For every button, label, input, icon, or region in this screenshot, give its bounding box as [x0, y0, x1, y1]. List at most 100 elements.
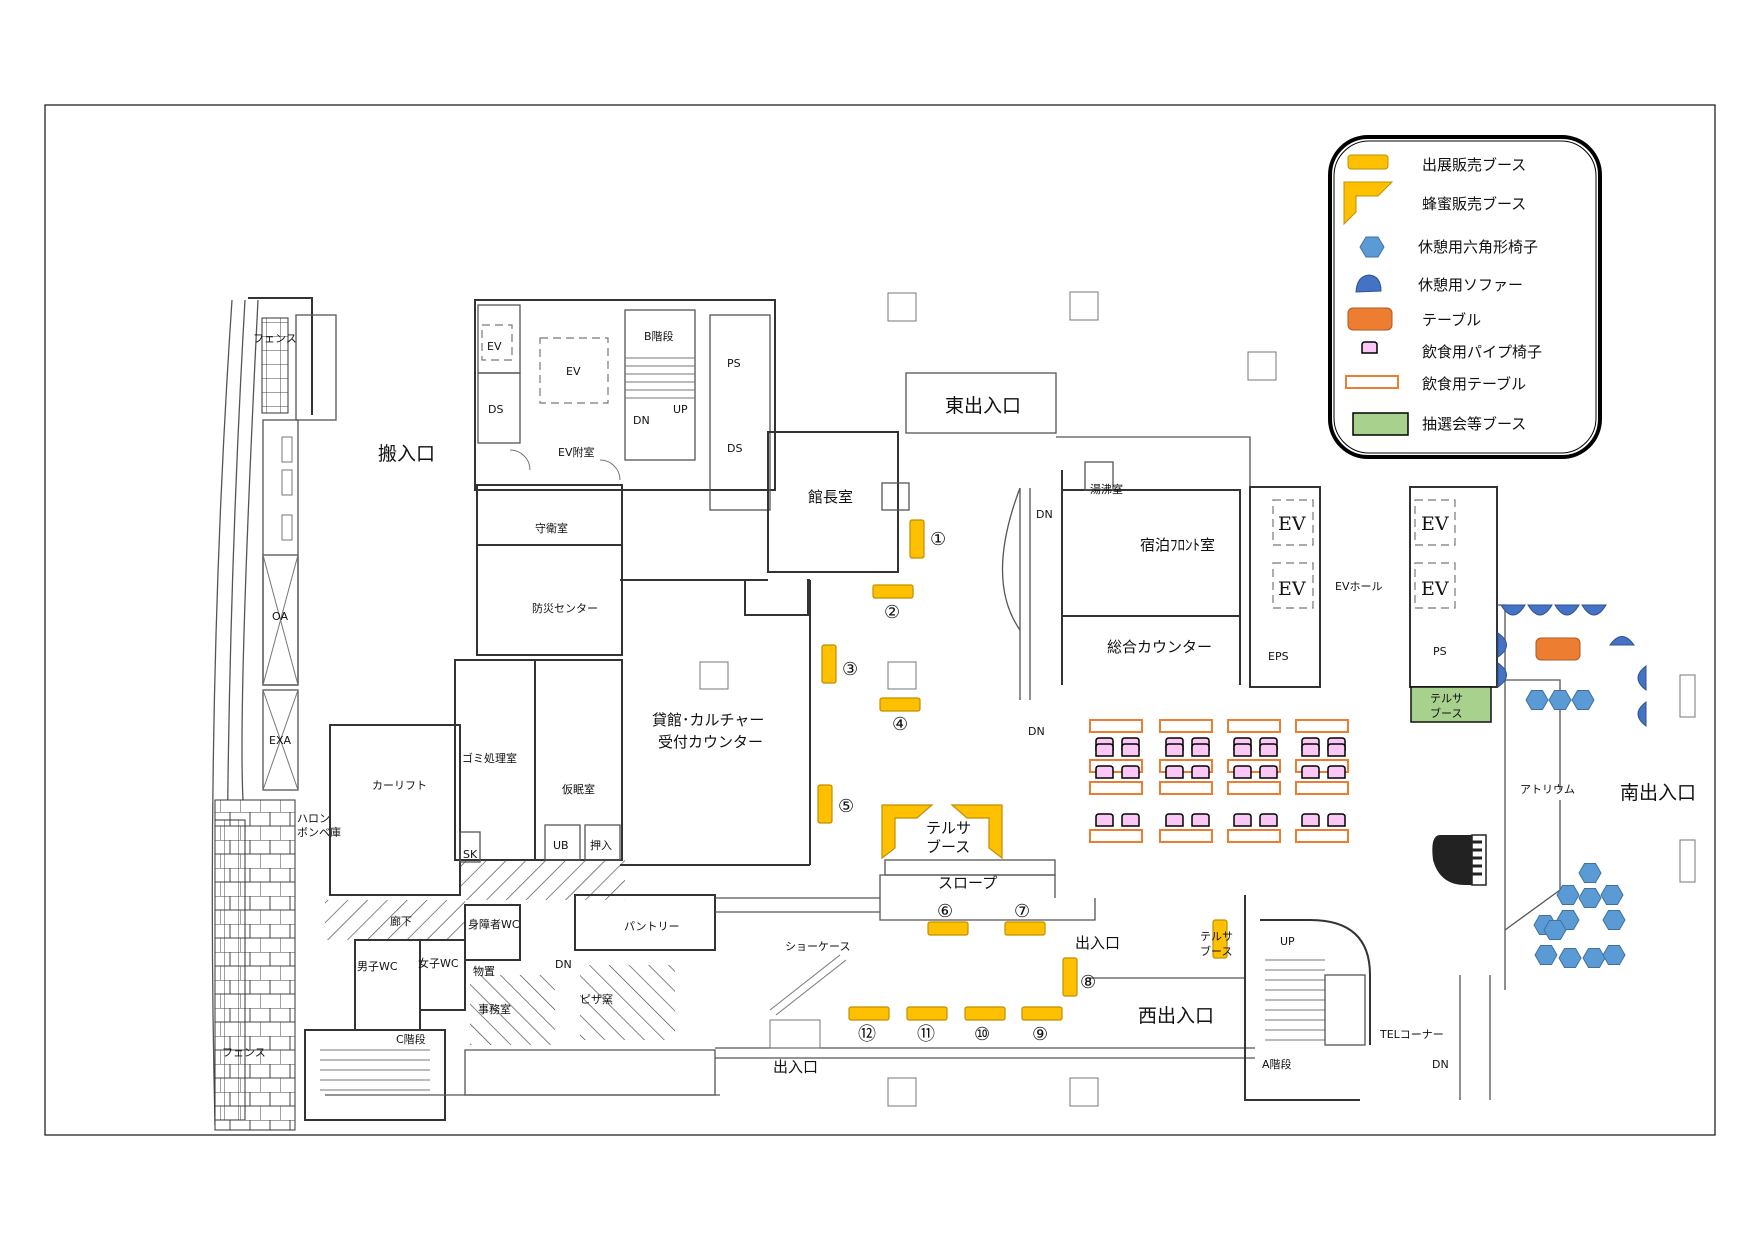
pipe-chair — [1191, 765, 1210, 779]
pipe-chair — [1259, 813, 1278, 827]
booth-4 — [879, 697, 921, 712]
disaster-center-label: 防災センター — [532, 601, 598, 615]
booth-7 — [1004, 921, 1046, 936]
a-stairs-label: A階段 — [1262, 1057, 1292, 1071]
lottery-booth-line2: ブース — [1430, 706, 1462, 720]
sofa-icon — [1355, 274, 1382, 293]
nap-room-label: 仮眠室 — [562, 782, 595, 796]
ps-top-label: PS — [727, 357, 741, 370]
left-wing: フェンス OA EXA フェンス 搬入口 — [211, 297, 435, 1131]
pipe-chair — [1327, 743, 1346, 757]
legend-label-4: テーブル — [1422, 311, 1481, 329]
legend-label-0: 出展販売ブース — [1422, 156, 1526, 174]
hexagon-chair — [1600, 885, 1624, 905]
booth-8 — [1062, 957, 1078, 997]
up-label: UP — [673, 403, 688, 416]
dining-table — [1159, 829, 1213, 843]
booth-12 — [848, 1006, 890, 1021]
upper-core: EV DS EV B階段 DN UP PS DS EV附室 — [474, 299, 776, 511]
ev-label-2: EV — [1278, 578, 1306, 600]
exa-label: EXA — [269, 734, 291, 747]
slope-label: スロープ — [938, 874, 997, 892]
pipe-chair — [1259, 743, 1278, 757]
dining-area — [1089, 719, 1349, 843]
dining-table — [1295, 829, 1349, 843]
office-label: 事務室 — [478, 1002, 511, 1016]
tel-corner-label: TELコーナー — [1379, 1028, 1444, 1041]
middle-left-rooms: 守衛室 防災センター ゴミ処理室 仮眠室 UB 押入 カーリフト ハロン ボンベ… — [297, 484, 623, 896]
honey-booth-line2: ブース — [926, 838, 970, 856]
loading-entrance-label: 搬入口 — [378, 443, 435, 465]
dining-table — [1159, 719, 1213, 733]
ps-label: PS — [1433, 645, 1447, 658]
pipe-chair — [1191, 813, 1210, 827]
east-entrance-label: 東出入口 — [945, 395, 1021, 417]
pipe-chair — [1327, 813, 1346, 827]
halon-label-2: ボンベ庫 — [297, 825, 341, 839]
west-entrance-label: 西出入口 — [1138, 1005, 1214, 1027]
booth-3-number: ③ — [842, 659, 858, 680]
rental-counter-line1: 貸館･カルチャー — [652, 711, 764, 729]
general-counter-label: 総合カウンター — [1107, 638, 1212, 656]
booth-7-number: ⑦ — [1014, 901, 1030, 922]
atrium-label: アトリウム — [1520, 783, 1575, 796]
honey-booth-line1: テルサ — [926, 819, 971, 837]
booth-11 — [906, 1006, 948, 1021]
storage-label: 物置 — [473, 964, 495, 978]
pizza-kiln-label: ピザ窯 — [580, 992, 613, 1006]
dining-table — [1159, 781, 1213, 795]
dining-table — [1089, 719, 1143, 733]
booth-6-number: ⑥ — [937, 901, 953, 922]
pipe-chair — [1095, 765, 1114, 779]
fence-label-top: フェンス — [253, 332, 297, 345]
dn-label-5: DN — [1432, 1058, 1449, 1071]
honey-booth-right — [950, 804, 1003, 860]
dining-table — [1089, 781, 1143, 795]
sofa — [1637, 700, 1647, 728]
booth-2-number: ② — [884, 602, 900, 623]
atrium-table — [1535, 637, 1581, 661]
sofa — [1497, 632, 1507, 658]
terusa-booth-west: テルサ ブース — [1200, 919, 1233, 959]
car-lift-label: カーリフト — [372, 779, 427, 792]
ev-large-label: EV — [566, 365, 581, 378]
lottery-booth-icon — [1352, 412, 1409, 436]
pipe-chair — [1121, 813, 1140, 827]
terusa-booth-west-line1: テルサ — [1200, 930, 1233, 943]
hexagon-chair — [1582, 948, 1606, 968]
guard-room-label: 守衛室 — [535, 521, 568, 535]
b-stairs-label: B階段 — [644, 329, 674, 343]
pipe-chair — [1301, 813, 1320, 827]
booth-11-number: ⑪ — [917, 1024, 935, 1045]
halon-label-1: ハロン — [297, 812, 330, 825]
hexagon-chair — [1548, 690, 1572, 710]
corridor-label: 廊下 — [390, 914, 412, 928]
sales-booths: ① ② ③ ④ ⑤ ⑥ ⑦ ⑧ ⑨ ⑩ ⑪ ⑫ — [817, 519, 1096, 1045]
hotel-front-label: 宿泊ﾌﾛﾝﾄ室 — [1140, 536, 1215, 554]
legend-label-6: 飲食用テーブル — [1422, 375, 1526, 393]
pipe-chair — [1165, 743, 1184, 757]
booth-5-number: ⑤ — [838, 796, 854, 817]
pipe-chair — [1165, 813, 1184, 827]
booth-5 — [817, 784, 833, 824]
accessible-wc-label: 身障者WC — [468, 917, 520, 931]
pipe-chair — [1121, 765, 1140, 779]
hexagon-chair — [1525, 690, 1549, 710]
hexagon-chair — [1578, 863, 1602, 883]
dining-table-icon — [1345, 375, 1399, 389]
legend-label-7: 抽選会等ブース — [1422, 415, 1526, 433]
booth-3 — [821, 644, 837, 684]
hexagon-chair — [1534, 945, 1558, 965]
terusa-booth-west-line2: ブース — [1200, 944, 1232, 958]
restrooms: 男子WC 女子WC 身障者WC 物置 C階段 事務室 — [304, 904, 521, 1121]
south-corridor: スロープ ショーケース 出入口 出入口 西出入口 — [715, 859, 1255, 1076]
columns — [887, 291, 1277, 1107]
lottery-booth: テルサ ブース — [1410, 686, 1492, 723]
ev-hall: EV EV EPS EVホール EV EV PS — [1249, 486, 1498, 688]
ev-label-1: EV — [1278, 513, 1306, 535]
sk-label: SK — [463, 848, 478, 861]
sofa — [1581, 604, 1607, 616]
booth-9 — [1021, 1006, 1063, 1021]
dn-label-2: DN — [555, 958, 572, 971]
